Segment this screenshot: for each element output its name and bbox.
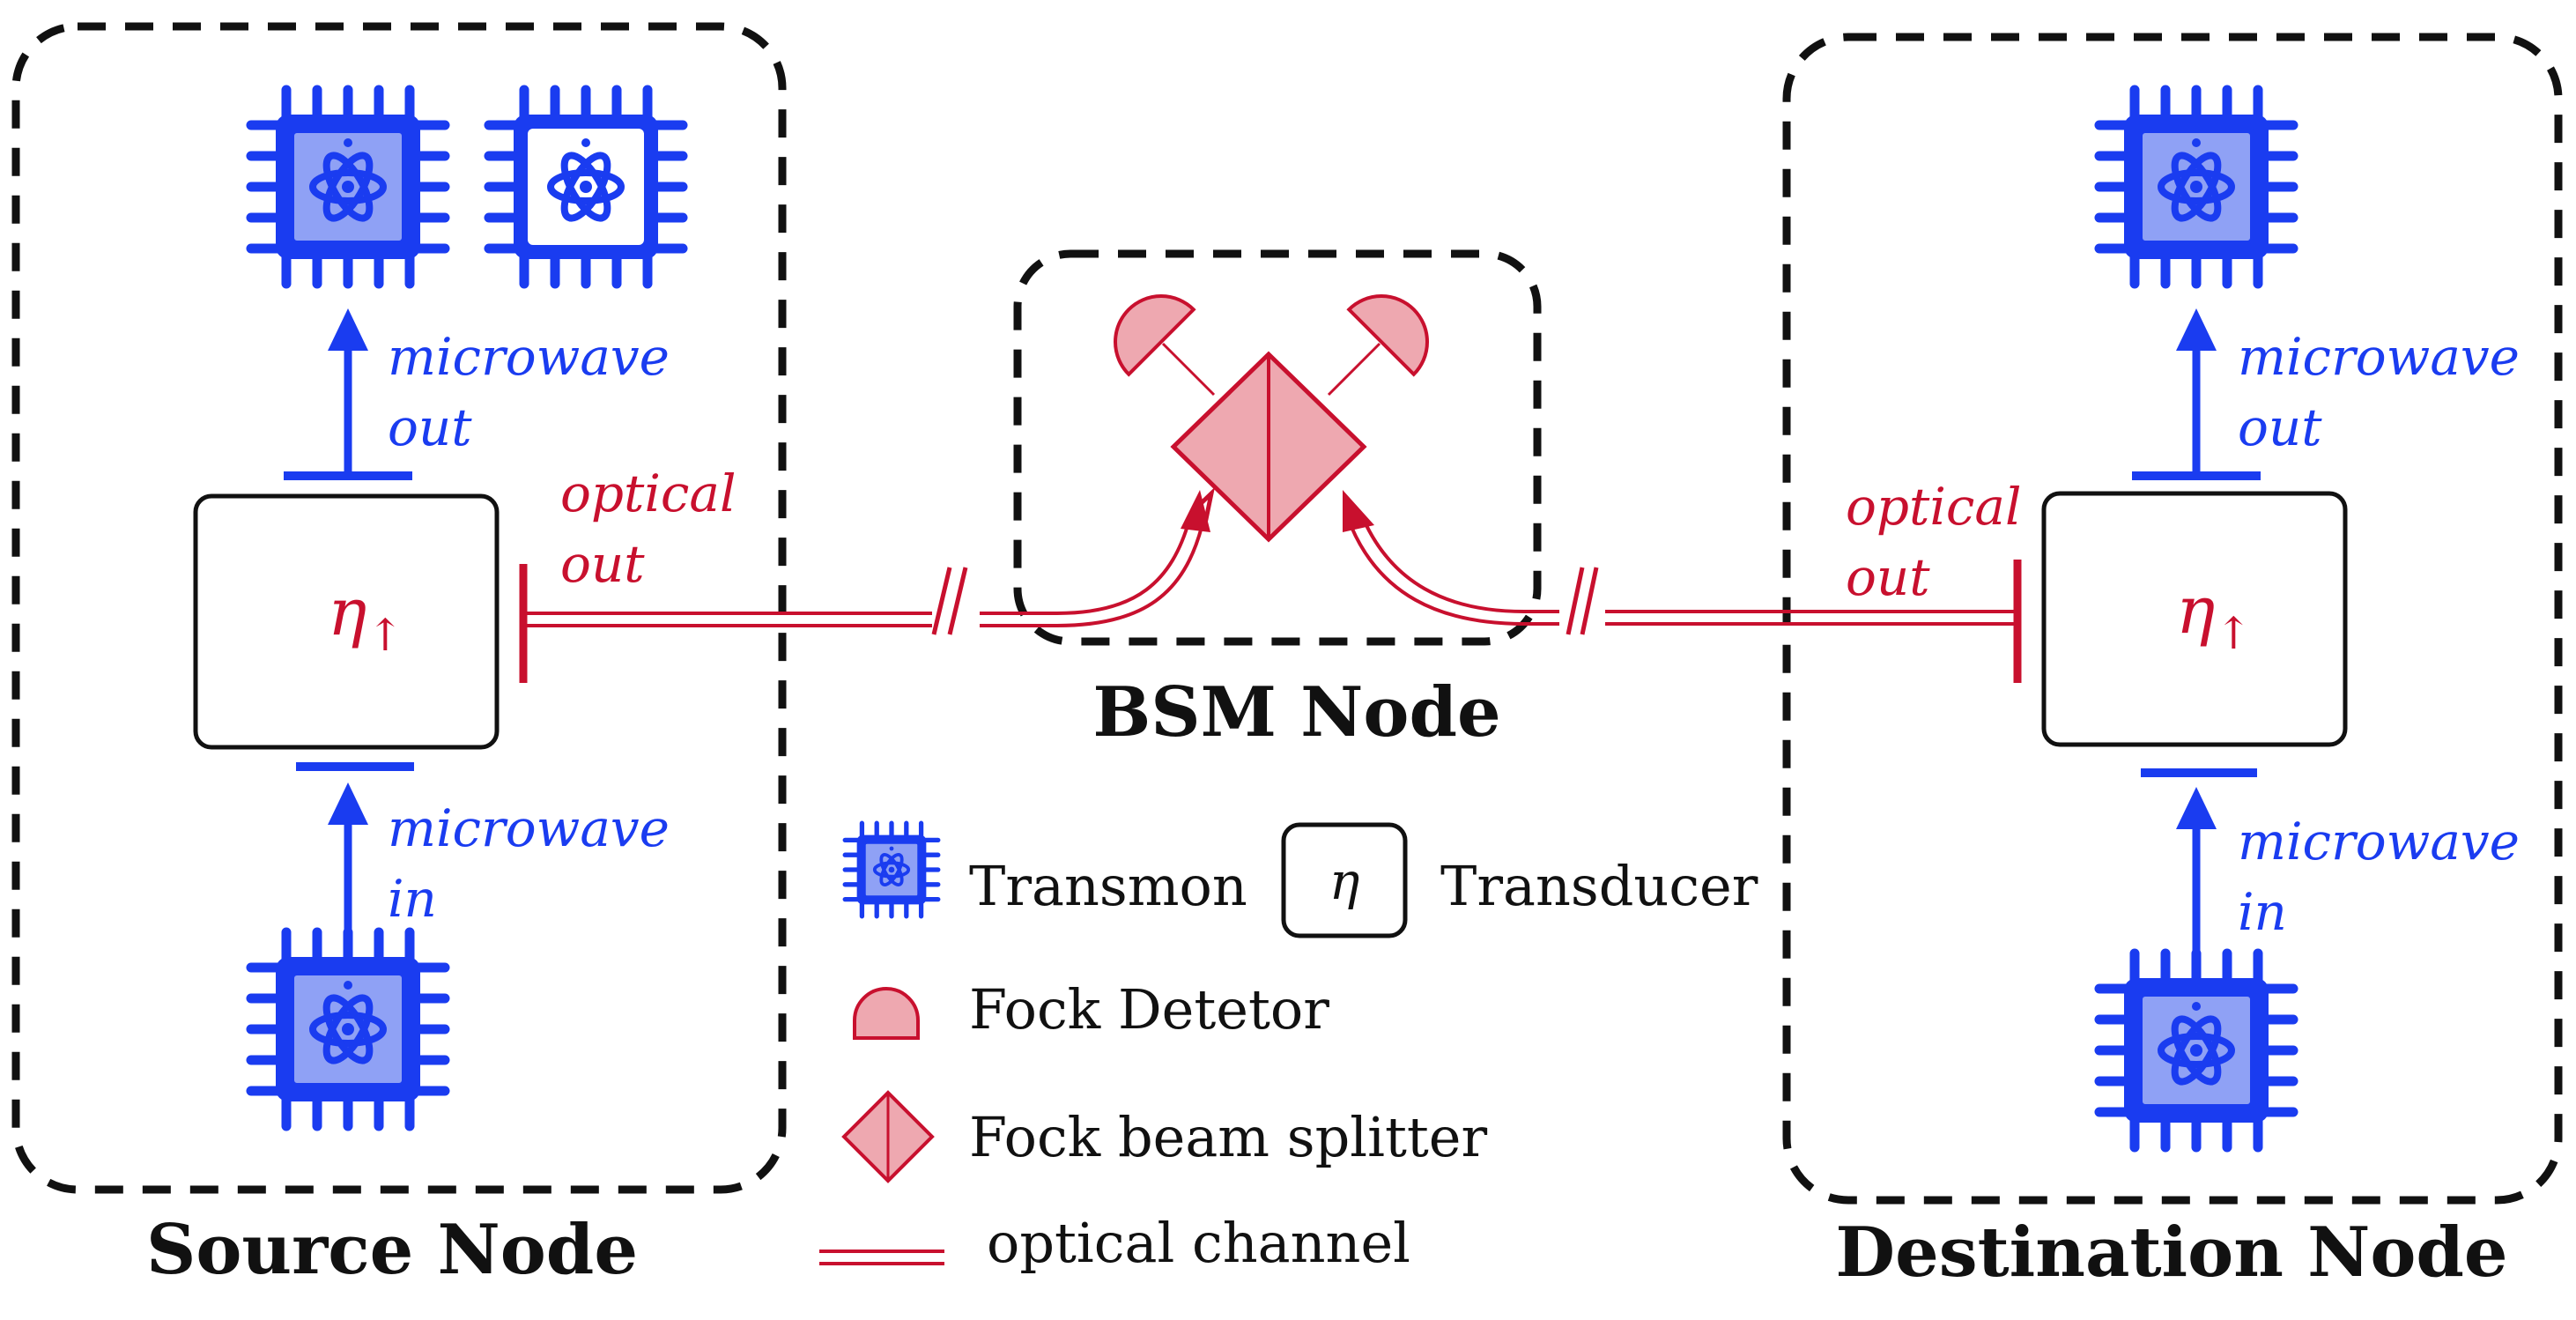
- legend-fock-detector-icon: [853, 987, 920, 1040]
- microwave-out-label-1: microwave: [388, 327, 670, 387]
- bsm-node-border: [1013, 249, 1542, 646]
- microwave-in-label-2: in: [388, 869, 437, 929]
- arrow-head-icon: [1181, 490, 1210, 532]
- transmon-chip-icon: [2099, 90, 2293, 284]
- transducer-box: [2041, 491, 2348, 747]
- arrow-head-icon: [2176, 787, 2217, 829]
- transducer-box: [193, 493, 500, 750]
- optical-channel-left: [523, 486, 1216, 635]
- microwave-out-label-2: out: [388, 397, 472, 457]
- optical-out-label-2: out: [560, 534, 645, 594]
- legend-fock-beam-splitter-icon: [841, 1090, 935, 1183]
- source-node: microwave out η↑ microwave in optical ou…: [11, 22, 787, 1290]
- destination-node-title: Destination Node: [1835, 1212, 2507, 1293]
- optical-channel-right: [1350, 519, 2017, 635]
- transmon-chip-icon: [489, 90, 683, 284]
- legend-optical-channel-label: optical channel: [987, 1211, 1410, 1275]
- microwave-in-label-1: microwave: [2238, 812, 2520, 871]
- arrow-head-icon: [328, 308, 368, 351]
- arrow-head-icon: [2176, 308, 2217, 351]
- arrow-head-icon: [328, 782, 368, 825]
- fock-detector-icon: [1114, 294, 1196, 377]
- transmon-chip-icon: [251, 932, 445, 1126]
- legend-fock-detector-label: Fock Detetor: [969, 977, 1329, 1042]
- source-node-border: [11, 22, 787, 1194]
- optical-out-label-2: out: [1846, 547, 1930, 607]
- legend-transducer-symbol: η: [1329, 851, 1360, 911]
- legend-transmon-icon: [845, 823, 938, 916]
- transducer-symbol: η↑: [328, 575, 403, 661]
- optical-out-label-1: optical: [560, 463, 737, 523]
- arrow-head-icon: [1343, 490, 1374, 532]
- microwave-in-label-1: microwave: [388, 798, 670, 858]
- legend: Transmon η Transducer Fock Detetor Fock …: [819, 823, 1758, 1275]
- microwave-out-label-2: out: [2238, 397, 2322, 457]
- transmon-chip-icon: [2099, 953, 2293, 1147]
- bsm-node: BSM Node: [1013, 249, 1542, 753]
- source-node-title: Source Node: [146, 1210, 638, 1290]
- transmon-chip-icon: [251, 90, 445, 284]
- legend-transducer-label: Transducer: [1440, 854, 1758, 918]
- transducer-symbol: η↑: [2176, 573, 2252, 659]
- fock-detector-icon: [1346, 294, 1429, 377]
- bsm-node-title: BSM Node: [1092, 672, 1500, 753]
- detector-link: [1161, 342, 1216, 397]
- detector-link: [1327, 342, 1381, 397]
- legend-transmon-label: Transmon: [969, 854, 1247, 918]
- destination-node-border: [1782, 33, 2563, 1205]
- destination-node: microwave out η↑ microwave in optical ou…: [1782, 33, 2563, 1293]
- legend-optical-channel-icon: [819, 1250, 944, 1265]
- fock-beam-splitter-icon: [1170, 351, 1367, 543]
- optical-out-label-1: optical: [1846, 477, 2022, 537]
- legend-transducer-icon: [1281, 822, 1408, 938]
- legend-fock-beam-splitter-label: Fock beam splitter: [969, 1105, 1487, 1169]
- microwave-in-label-2: in: [2238, 882, 2287, 942]
- microwave-out-label-1: microwave: [2238, 327, 2520, 387]
